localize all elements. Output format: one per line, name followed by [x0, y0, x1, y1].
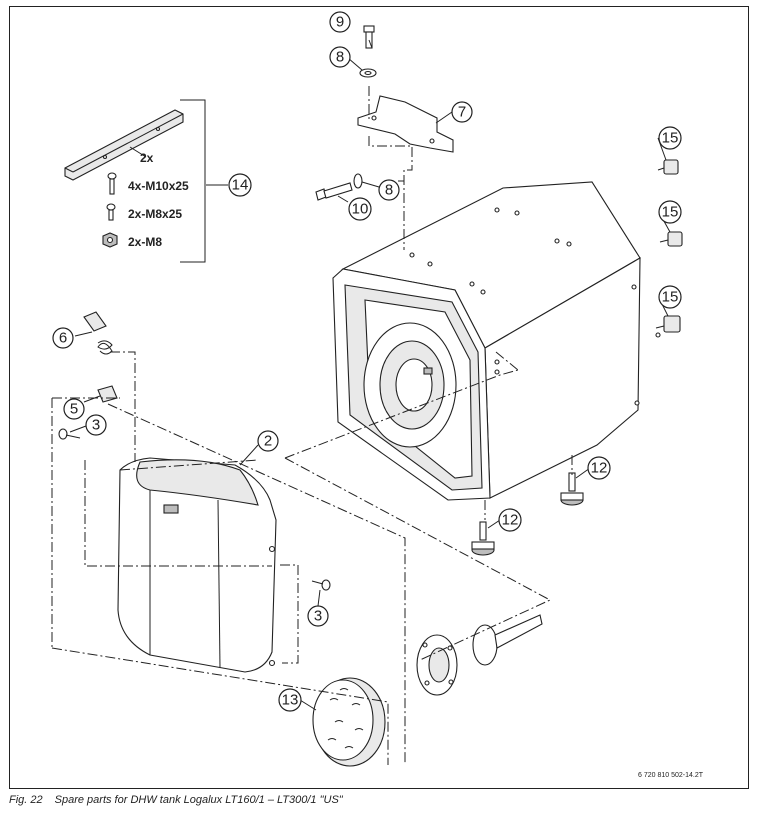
jacket-cover [117, 457, 277, 673]
callout-2: 2 [257, 430, 279, 452]
svg-text:15: 15 [662, 130, 679, 147]
tank-body [332, 181, 661, 501]
screw-3-top [58, 428, 81, 440]
kit-bracket-qty: 2x [140, 151, 154, 165]
callout-12-right: 12 [587, 456, 611, 480]
svg-text:8: 8 [336, 49, 344, 66]
callout-3-top: 3 [85, 414, 107, 436]
figure-caption: Fig. 22 Spare parts for DHW tank Logalux … [9, 794, 343, 806]
kit-14 [64, 99, 206, 263]
figure-label: Fig. 22 [9, 794, 43, 806]
kit-bolt-short: 2x-M8x25 [128, 207, 182, 221]
callout-13: 13 [278, 688, 302, 712]
svg-text:2: 2 [264, 433, 272, 450]
svg-text:6: 6 [59, 330, 67, 347]
foot-right [560, 472, 584, 506]
callout-10: 10 [348, 197, 372, 221]
callout-8-top: 8 [329, 46, 351, 68]
callout-15-2: 15 [658, 200, 682, 224]
callout-7: 7 [451, 101, 473, 123]
svg-text:15: 15 [662, 289, 679, 306]
svg-text:5: 5 [70, 401, 78, 418]
kit-labels: 2x 4x-M10x25 2x-M8x25 2x-M8 [128, 151, 189, 249]
svg-text:3: 3 [92, 417, 100, 434]
kit-bolt-long: 4x-M10x25 [128, 179, 189, 193]
svg-text:12: 12 [591, 460, 608, 477]
callout-6: 6 [52, 327, 74, 349]
callout-3-bottom: 3 [307, 605, 329, 627]
callout-14: 14 [228, 173, 252, 197]
flange-assembly [416, 614, 543, 696]
svg-text:10: 10 [352, 201, 369, 218]
document-number: 6 720 810 502-14.2T [638, 772, 703, 779]
callout-8-mid: 8 [378, 179, 400, 201]
svg-text:14: 14 [232, 177, 249, 194]
svg-text:12: 12 [502, 512, 519, 529]
grommet [97, 385, 118, 403]
callout-15-1: 15 [658, 126, 682, 150]
foot-left [471, 521, 495, 556]
alignment-lines [51, 86, 573, 765]
bolt-10 [315, 173, 363, 201]
screw-3-bottom [311, 579, 331, 591]
svg-text:13: 13 [282, 692, 299, 709]
svg-text:9: 9 [336, 14, 344, 31]
kit-nut: 2x-M8 [128, 235, 162, 249]
plug-3 [655, 315, 681, 333]
mounting-bracket [357, 95, 454, 153]
callout-5: 5 [63, 398, 85, 420]
callout-15-3: 15 [658, 285, 682, 309]
callouts: 9 8 7 8 10 14 6 5 3 2 3 12 12 13 15 15 1… [52, 11, 682, 712]
svg-text:15: 15 [662, 204, 679, 221]
plug-2 [659, 231, 683, 247]
svg-text:8: 8 [385, 182, 393, 199]
callout-9: 9 [329, 11, 351, 33]
svg-text:7: 7 [458, 104, 466, 121]
figure-caption-text: Spare parts for DHW tank Logalux LT160/1… [54, 794, 343, 806]
sensor-clip [83, 311, 113, 355]
svg-text:3: 3 [314, 608, 322, 625]
insulation-cap [312, 677, 386, 767]
callout-12-left: 12 [498, 508, 522, 532]
bolt-9 [359, 25, 377, 78]
figure-frame [9, 6, 749, 789]
plug-1 [657, 159, 679, 175]
